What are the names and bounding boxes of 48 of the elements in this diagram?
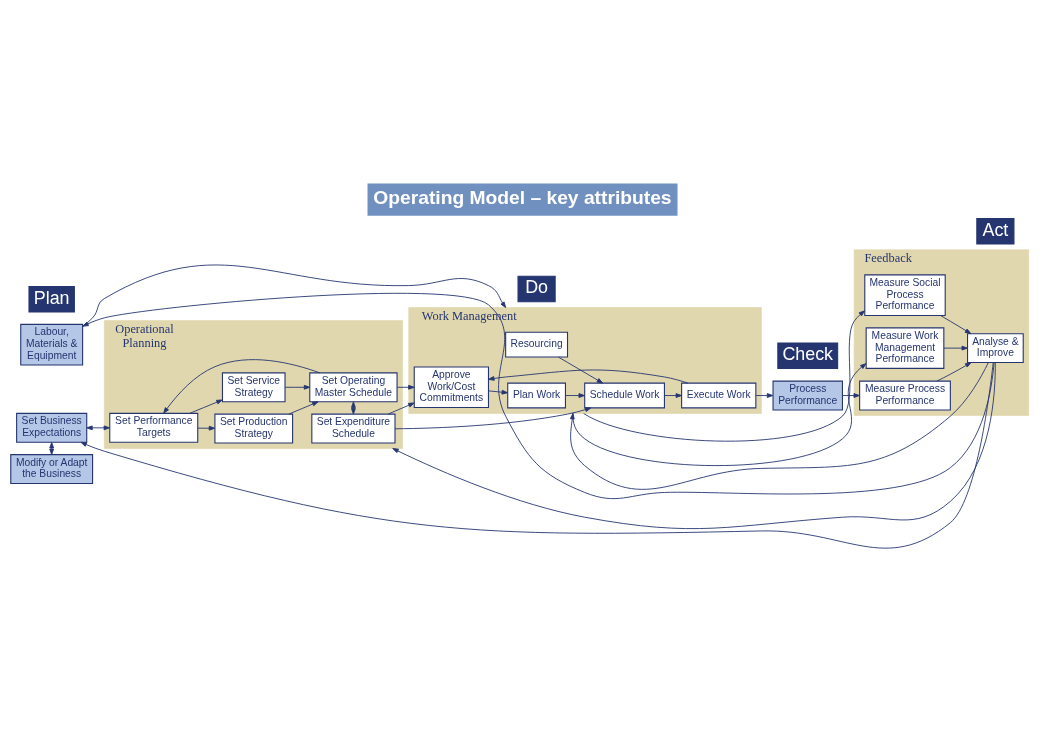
arrow	[842, 393, 860, 398]
arrow	[189, 399, 223, 414]
node-box: Resourcing	[505, 331, 569, 358]
arrow	[569, 362, 989, 490]
node-box: Set Operating Master Schedule	[309, 372, 398, 403]
node-box: Modify or Adapt the Business	[10, 454, 94, 485]
arrow	[664, 393, 683, 398]
arrow	[943, 345, 968, 351]
arrow	[755, 393, 774, 398]
arrow	[387, 402, 415, 415]
arrow	[394, 407, 592, 430]
node-box: Act	[976, 218, 1015, 245]
arrow	[284, 384, 311, 390]
arrow	[82, 264, 507, 328]
diagram-title: Operating Model – key attributes	[373, 187, 672, 209]
arrow	[197, 425, 216, 431]
node-box: Process Performance	[772, 380, 843, 411]
arrow	[288, 401, 319, 415]
node-box: Set Performance Targets	[109, 412, 199, 443]
node-box: Measure Work Management Performance	[865, 327, 945, 369]
arrow	[80, 362, 994, 549]
node-box: Approve Work/Cost Commitments	[413, 366, 490, 409]
node-box: Do	[517, 275, 556, 303]
node-box: Check	[777, 342, 839, 369]
arrow	[488, 389, 508, 395]
node-box: Analyse & Improve	[967, 333, 1024, 364]
node-box: Set Business Expectations	[16, 412, 88, 443]
node-box: Set Production Strategy	[214, 413, 294, 444]
node-box: Plan Work	[507, 382, 566, 409]
arrow	[396, 384, 415, 390]
node-box: Labour, Materials & Equipment	[20, 323, 84, 366]
arrow	[572, 363, 867, 467]
node-box: Set Service Strategy	[221, 372, 286, 403]
node-box: Execute Work	[681, 382, 757, 409]
arrow	[940, 315, 972, 335]
arrow	[392, 362, 996, 530]
node-box: Measure Social Process Performance	[864, 274, 946, 317]
node-box: Schedule Work	[584, 382, 665, 409]
arrow	[163, 359, 321, 414]
arrow	[936, 362, 972, 382]
arrow	[82, 292, 995, 500]
arrow	[488, 369, 689, 384]
node-box: Set Expenditure Schedule	[311, 413, 396, 444]
arrow	[565, 393, 585, 398]
node-box: Measure Process Performance	[859, 380, 951, 411]
arrow	[558, 356, 604, 384]
node-box: Plan	[28, 286, 75, 313]
arrow	[86, 425, 111, 431]
